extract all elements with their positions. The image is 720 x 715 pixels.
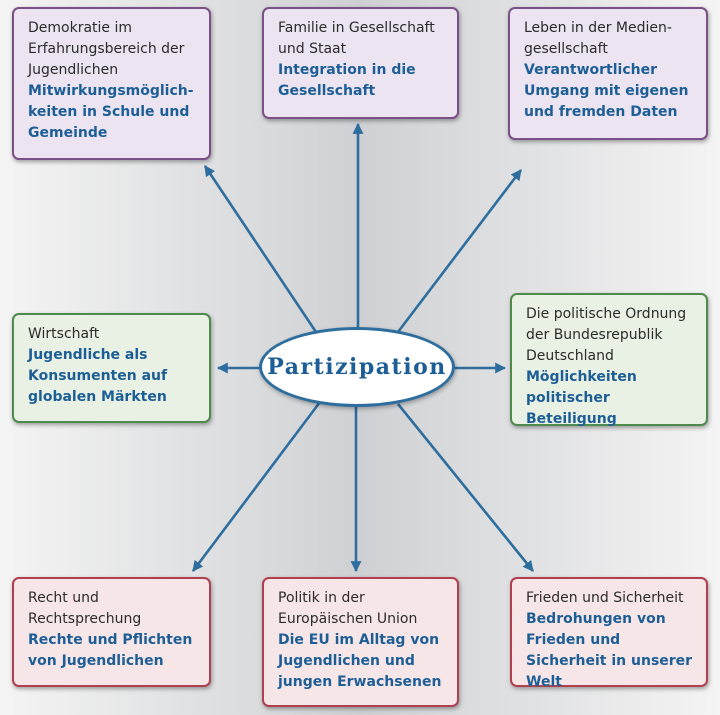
box-mid-right: Die politische Ordnung der Bundesrepubli… (510, 293, 708, 427)
subtopic-label: Möglichkeiten politischer Beteiligung (526, 369, 637, 427)
box-top-right: Leben in der Medien-gesellschaft Verantw… (508, 7, 708, 140)
arrow-top-right (396, 169, 523, 333)
topic-label: Leben in der Medien-gesellschaft (524, 20, 672, 57)
subtopic-label: Bedrohungen von Frieden und Sicherheit i… (526, 611, 693, 690)
box-mid-left: Wirtschaft Jugendliche als Konsumenten a… (12, 313, 211, 423)
topic-label: Frieden und Sicherheit (526, 590, 684, 606)
subtopic-label: Mitwirkungsmöglich-keiten in Schule und … (28, 83, 194, 141)
topic-label: Familie in Gesellschaft und Staat (278, 20, 435, 57)
center-label: Partizipation (267, 354, 447, 380)
arrow-bottom-left (191, 401, 322, 572)
topic-label: Recht und Rechtsprechung (28, 590, 142, 627)
subtopic-label: Integration in die Gesellschaft (278, 62, 416, 99)
subtopic-label: Jugendliche als Konsumenten auf globalen… (28, 347, 168, 405)
center-node: Partizipation (259, 327, 455, 407)
box-bottom-left: Recht und Rechtsprechung Rechte und Pfli… (12, 577, 211, 687)
topic-label: Die politische Ordnung der Bundesrepubli… (526, 306, 687, 364)
box-bottom-center: Politik in der Europäischen Union Die EU… (262, 577, 459, 707)
subtopic-label: Verantwortlicher Umgang mit eigenen und … (524, 62, 689, 120)
box-bottom-right: Frieden und Sicherheit Bedrohungen von F… (510, 577, 708, 690)
arrow-bottom-right (396, 403, 535, 572)
topic-label: Wirtschaft (28, 326, 100, 342)
subtopic-label: Die EU im Alltag von Jugendlichen und ju… (278, 632, 442, 690)
topic-label: Politik in der Europäischen Union (278, 590, 418, 627)
subtopic-label: Rechte und Pflichten von Jugendlichen (28, 632, 193, 669)
topic-label: Demokratie im Erfahrungsbereich der Juge… (28, 20, 185, 78)
arrow-top-left (203, 165, 318, 333)
box-top-left: Demokratie im Erfahrungsbereich der Juge… (12, 7, 211, 160)
box-top-center: Familie in Gesellschaft und Staat Integr… (262, 7, 459, 119)
